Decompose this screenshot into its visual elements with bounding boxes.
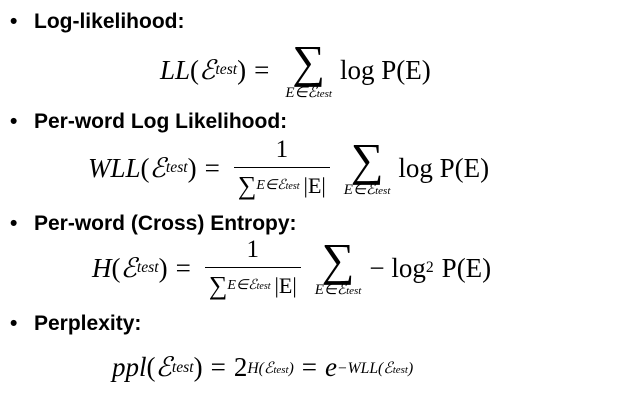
arg: ℰ [155,352,172,382]
log-base: 2 [425,259,434,277]
summation: ∑ E∈ℰtest [285,36,332,101]
lhs: LL [160,54,191,85]
arg: ℰ [199,54,216,85]
sum-sub: E∈ℰ [314,282,347,299]
heading-per-word-log-likelihood: Per-word Log Likelihood: [34,110,288,133]
equals-sign: = [210,352,226,382]
den-sub: E∈ℰ [227,278,257,294]
bullet-dot: • [10,312,18,335]
exp1-sub: test [273,363,289,376]
equals-sign: = [175,252,191,283]
den-term: |E| [274,272,297,298]
bullet-dot: • [10,110,18,133]
den-sub: E∈ℰ [256,178,286,194]
fraction: 1 ∑ E∈ℰtest |E| [233,136,330,201]
sigma-icon: ∑ [321,233,355,285]
term: log P(E) [398,152,490,183]
den-term: |E| [303,172,326,198]
term: P(E) [441,252,492,283]
exp2-close: ) [407,359,414,377]
summation: ∑ E∈ℰtest [343,133,391,199]
base-e: e [325,352,338,382]
sum-sub: E∈ℰ [285,84,317,101]
exponent-wll: −WLL(ℰtest) [337,358,413,378]
exp2: −WLL(ℰ [337,359,393,377]
fraction-numerator: 1 [275,136,289,163]
fraction-denominator: ∑ E∈ℰtest |E| [204,266,301,301]
base-two: 2 [233,352,248,382]
equals-sign: = [254,54,270,85]
sigma-icon: ∑ [237,170,257,200]
arg-sub: test [215,61,238,79]
bullet-dot: • [10,212,18,235]
lhs: H [92,252,112,283]
sum-sub2: test [346,285,362,298]
arg-sub: test [136,259,159,277]
heading-cross-entropy: Per-word (Cross) Entropy: [34,212,297,235]
equals-sign: = [204,152,220,183]
sigma-icon: ∑ [208,270,228,300]
sigma-icon: ∑ [350,133,384,185]
sigma-icon: ∑ [292,36,326,87]
sum-sub: E∈ℰ [343,182,376,199]
heading-perplexity: Perplexity: [34,312,142,335]
term-prefix: − log [369,252,426,283]
heading-log-likelihood: Log-likelihood: [34,10,185,33]
exponent-h: H(ℰtest) [247,358,293,378]
arg-sub: test [171,358,194,376]
fraction-denominator: ∑ E∈ℰtest |E| [233,166,330,201]
equals-sign-2: = [301,352,318,382]
bullet-per-word-log-likelihood: • Per-word Log Likelihood: [10,110,287,134]
arg: ℰ [120,252,137,283]
arg: ℰ [149,152,166,183]
exp1-close: ) [288,359,294,377]
fraction-numerator: 1 [246,236,260,263]
fraction: 1 ∑ E∈ℰtest |E| [204,236,301,301]
bullet-perplexity: • Perplexity: [10,312,141,336]
bullet-log-likelihood: • Log-likelihood: [10,10,184,34]
bullet-cross-entropy: • Per-word (Cross) Entropy: [10,212,297,236]
lhs: WLL [88,152,141,183]
exp1: H(ℰ [247,359,274,377]
term: log P(E) [339,54,431,85]
bullet-dot: • [10,10,18,33]
den-sub2: test [285,181,300,193]
exp2-sub: test [392,363,408,376]
sum-sub2: test [316,87,332,100]
sum-sub2: test [375,185,391,198]
arg-sub: test [165,159,188,177]
lhs: ppl [112,352,147,382]
summation: ∑ E∈ℰtest [314,233,362,299]
den-sub2: test [256,281,271,293]
